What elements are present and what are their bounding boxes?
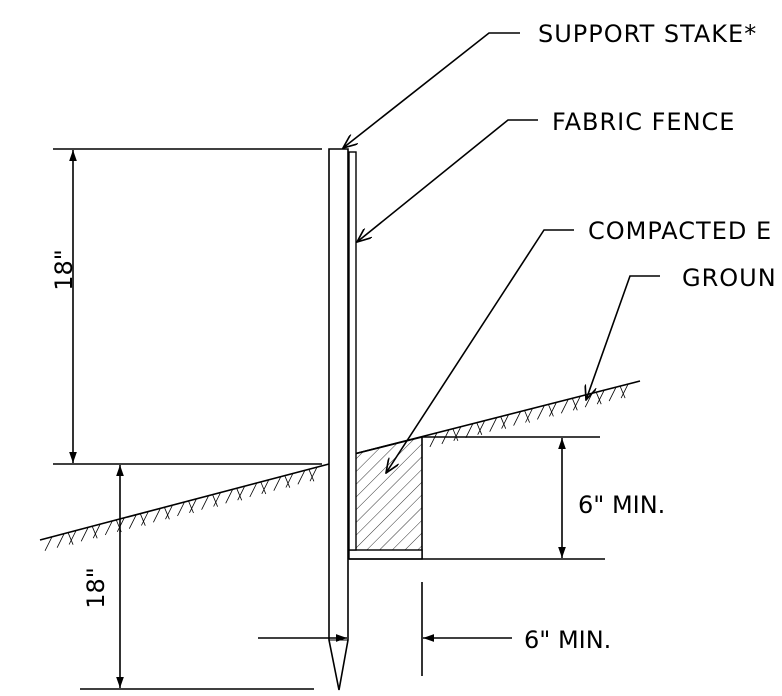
ground-hatch-tick	[177, 501, 185, 517]
ground-hatch-tick	[141, 511, 149, 526]
ground-hatch-tick	[500, 416, 507, 429]
ground-hatch-tick	[560, 399, 569, 414]
ground-hatch-tick	[236, 488, 243, 501]
support-stake	[328, 148, 349, 691]
ground-hatch-tick	[595, 392, 602, 405]
ground-hatch-tick	[285, 473, 294, 488]
ground-hatch-tick	[477, 420, 486, 435]
ground-hatch-tick	[237, 486, 246, 501]
ground-hatch-tick	[501, 414, 509, 429]
ground-hatch-tick	[80, 527, 89, 542]
ground-hatch-tick	[429, 432, 438, 448]
support-stake-label: SUPPORT STAKE*	[538, 20, 757, 48]
ground-hatch-tick	[524, 410, 530, 423]
ground-hatch-tick	[513, 411, 521, 426]
ground-hatch-tick	[165, 505, 173, 520]
fabric-fence	[348, 151, 357, 551]
ground-hatch-tick	[273, 476, 282, 491]
ground-hatch-tick	[549, 402, 557, 417]
ground-hatch-tick	[453, 426, 462, 441]
ground-hatch-right	[429, 383, 629, 448]
ground-hatch-tick	[128, 514, 137, 529]
ground-hatch-tick	[596, 390, 605, 405]
ground-hatch-tick	[297, 470, 306, 485]
fabric-toe	[348, 549, 423, 560]
fabric-fence-leader	[357, 119, 538, 242]
ground-hatch-tick	[571, 398, 578, 411]
ground-hatch-tick	[92, 524, 101, 539]
ground-hatch-tick	[225, 489, 234, 504]
ground-hatch-tick	[201, 495, 209, 510]
ground-hatch-tick	[309, 467, 318, 482]
ground-hatch-tick	[91, 526, 98, 539]
ground-hatch-left	[44, 467, 318, 551]
ground-hatch-tick	[465, 423, 474, 438]
dim-height-above-text: 18"	[50, 249, 78, 291]
dim-trench-width-text: 6" MIN.	[524, 626, 611, 654]
ground-hatch-tick	[188, 500, 194, 514]
ground-hatch-tick	[213, 492, 221, 507]
ground-hatch-tick	[261, 479, 270, 494]
ground-hatch-tick	[189, 498, 197, 513]
ground-hatch-tick	[153, 508, 161, 523]
ground-hatch-tick	[452, 428, 459, 442]
ground-hatch-tick	[164, 507, 170, 520]
dim-trench-depth-text: 6" MIN.	[578, 491, 665, 519]
fabric-fence-label: FABRIC FENCE	[552, 108, 735, 136]
ground-hatch-tick	[308, 469, 315, 482]
dim-depth-below-text: 18"	[82, 567, 110, 609]
ground-hatch-tick	[249, 482, 258, 498]
ground-leader	[586, 275, 660, 400]
compacted-backfill-leader	[386, 229, 574, 473]
compacted-backfill-label: COMPACTED E	[588, 217, 772, 245]
ground-hatch-tick	[260, 481, 267, 495]
ground-hatch-tick	[284, 475, 291, 488]
ground-hatch-tick	[44, 536, 53, 551]
ground-hatch-tick	[68, 530, 77, 545]
ground-label: GROUN	[682, 264, 777, 292]
ground-hatch-tick	[619, 385, 626, 399]
ground-hatch-tick	[620, 383, 629, 399]
ground-hatch-tick	[139, 513, 146, 526]
ground-hatch-tick	[548, 404, 554, 417]
ground-hatch-tick	[537, 405, 545, 420]
ground-hatch-tick	[212, 494, 218, 507]
ground-hatch-tick	[104, 520, 113, 536]
ground-hatch-tick	[489, 417, 498, 432]
compacted-backfill	[353, 435, 423, 559]
ground-hatch-tick	[525, 408, 533, 423]
ground-hatch-tick	[608, 386, 617, 402]
ground-hatch-tick	[572, 396, 581, 411]
ground-hatch-tick	[56, 533, 65, 548]
ground-hatch-tick	[67, 532, 74, 545]
support-stake-leader	[343, 32, 520, 148]
ground-hatch-tick	[476, 422, 483, 435]
